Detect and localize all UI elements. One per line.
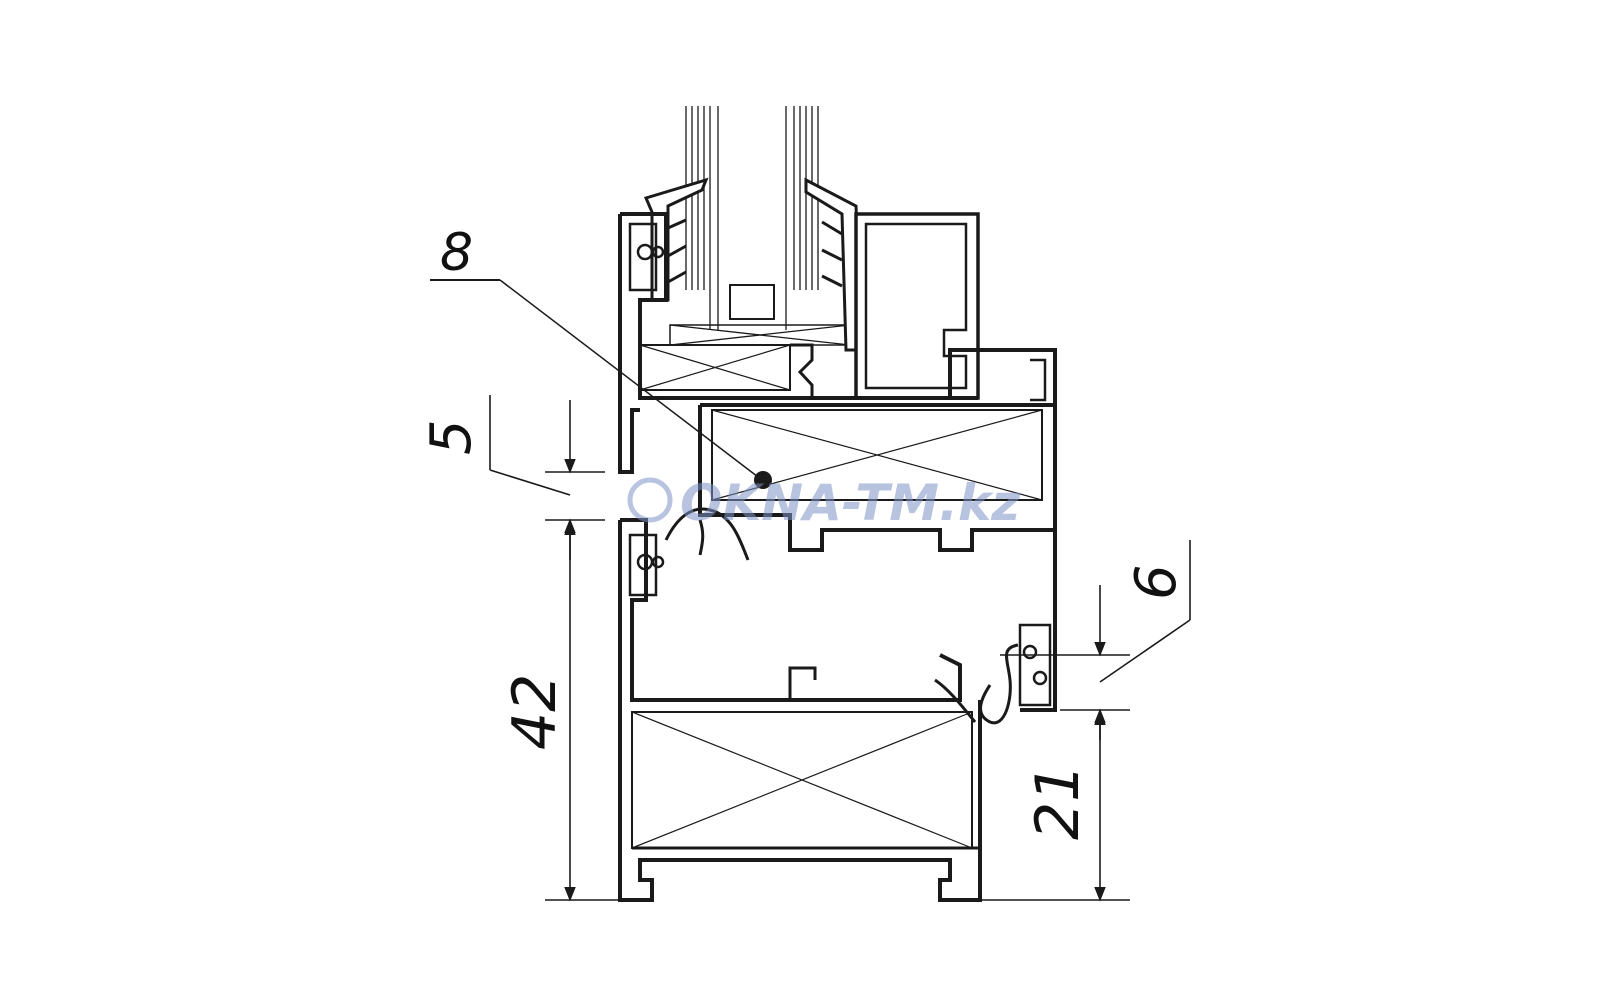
glazing-gasket-right bbox=[804, 177, 864, 352]
dimension-sash-height-label: 42 bbox=[500, 674, 570, 750]
callout-dot bbox=[754, 471, 772, 489]
dimension-sash-height bbox=[545, 520, 620, 902]
dimension-overlap bbox=[1000, 540, 1191, 740]
watermark-logo-icon bbox=[627, 477, 673, 523]
dimension-frame-height bbox=[980, 710, 1130, 902]
callout-label: 8 bbox=[440, 223, 473, 283]
sash-seal-gasket bbox=[664, 507, 1019, 725]
callout-8: 8 bbox=[430, 223, 772, 489]
dimension-frame-height-label: 21 bbox=[1023, 764, 1093, 840]
watermark-text: OKNA-TM.kz bbox=[680, 474, 1021, 532]
watermark: OKNA-TM.kz bbox=[627, 474, 1021, 532]
dimension-overlap-label: 6 bbox=[1124, 564, 1189, 600]
callout-leader bbox=[499, 279, 763, 481]
frame-profile bbox=[618, 518, 1057, 902]
glass-unit bbox=[669, 106, 851, 346]
glazing-bead bbox=[854, 212, 980, 400]
dimension-gap bbox=[489, 395, 605, 560]
dimension-gap-label: 5 bbox=[419, 419, 484, 455]
sash-profile bbox=[618, 212, 978, 474]
